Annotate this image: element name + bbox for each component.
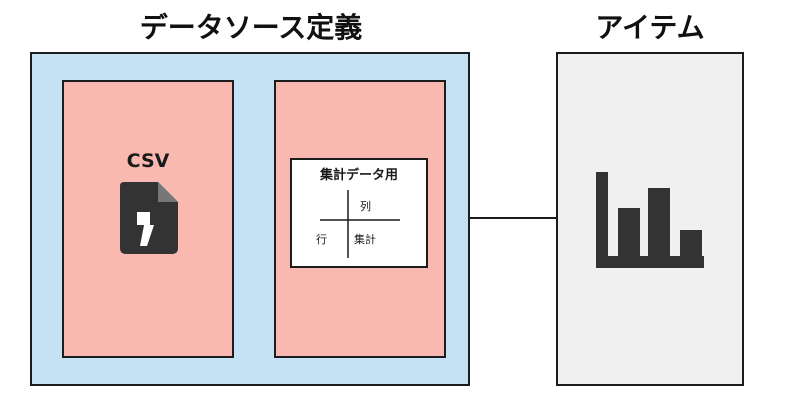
pivot-grid-lines xyxy=(320,190,400,258)
csv-file-icon xyxy=(120,182,178,254)
pivot-row-label: 行 xyxy=(316,233,327,246)
aggregation-card: 集計データ用 列 行 集計 xyxy=(290,158,428,268)
aggregation-card-title: 集計データ用 xyxy=(319,168,398,183)
item-title: アイテム xyxy=(595,11,705,44)
datasource-title: データソース定義 xyxy=(139,11,363,44)
bar-chart-icon xyxy=(596,172,704,268)
connector-line xyxy=(470,217,556,219)
pivot-value-label: 集計 xyxy=(354,233,376,246)
csv-label: CSV xyxy=(126,150,170,172)
pivot-column-label: 列 xyxy=(360,200,371,213)
